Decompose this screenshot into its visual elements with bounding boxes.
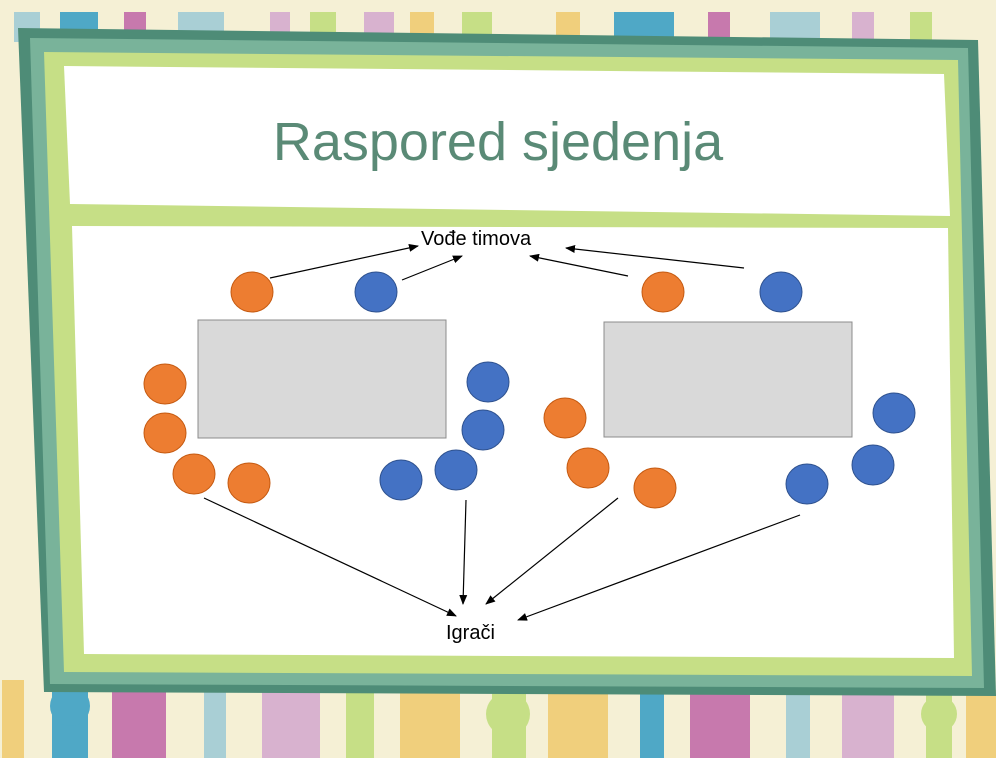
orange-seat (641, 271, 685, 313)
arrow-to-players (203, 497, 457, 617)
orange-seat (227, 462, 271, 504)
arrow-to-leaders (269, 243, 419, 279)
orange-seat (633, 467, 677, 509)
blue-seat (851, 444, 895, 486)
arrow-to-players (485, 497, 619, 605)
blue-seat (461, 409, 505, 451)
orange-seat (172, 453, 216, 495)
blue-seat (354, 271, 398, 313)
bottom-stripes (2, 680, 996, 758)
table-left (197, 319, 447, 439)
blue-seat (759, 271, 803, 313)
title-panel (64, 66, 950, 216)
blue-seat (434, 449, 478, 491)
orange-seat (143, 412, 187, 454)
table-right (603, 321, 853, 438)
arrow-to-leaders (529, 253, 629, 277)
orange-seat (230, 271, 274, 313)
label-players: Igrači (446, 622, 495, 644)
slide-title: Raspored sjedenja (272, 112, 724, 172)
orange-seat (543, 397, 587, 439)
blue-seat (872, 392, 916, 434)
label-team-leaders: Vođe timova (421, 228, 532, 250)
arrow-to-leaders (401, 255, 463, 281)
orange-seat (566, 447, 610, 489)
orange-seat (143, 363, 187, 405)
arrow-to-leaders (565, 245, 745, 269)
blue-seat (379, 459, 423, 501)
arrow-to-players (517, 514, 801, 621)
blue-seat (466, 361, 510, 403)
arrow-to-players (459, 499, 468, 605)
blue-seat (785, 463, 829, 505)
